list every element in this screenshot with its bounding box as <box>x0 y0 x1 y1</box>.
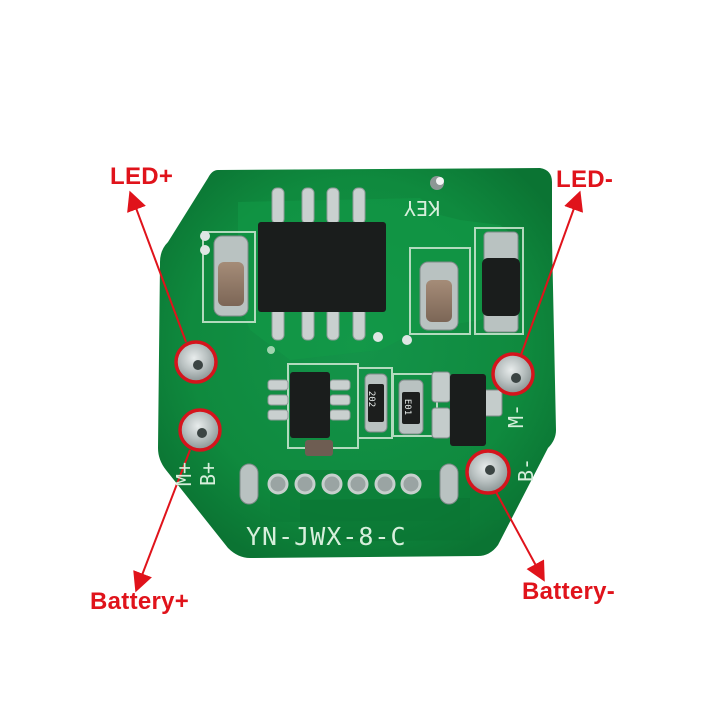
silk-m-minus: M- <box>504 403 529 429</box>
silk-m-plus: M+ <box>172 461 197 487</box>
silk-resistor-e01: E01 <box>402 398 413 416</box>
pad-led-minus <box>491 352 535 396</box>
silk-b-plus: B+ <box>196 461 221 487</box>
silk-model-number: YN-JWX-8-C <box>246 522 407 551</box>
pin-header-row <box>239 463 459 505</box>
silk-key: KEY <box>404 196 441 220</box>
resistor-e01 <box>398 379 424 435</box>
arrow-led-minus <box>520 190 584 356</box>
label-battery-minus: Battery- <box>522 578 616 605</box>
pad-led-plus <box>174 340 218 384</box>
annotation-arrows <box>127 190 584 593</box>
pad-battery-plus <box>178 408 222 452</box>
label-led-minus: LED- <box>556 166 614 193</box>
capacitor-right <box>419 261 459 331</box>
silk-resistor-202: 202 <box>366 390 377 408</box>
ic-soic8-top <box>258 187 386 341</box>
capacitor-left <box>200 231 249 317</box>
silk-b-minus: B- <box>514 457 539 483</box>
silkscreen-outlines <box>202 227 524 449</box>
pad-battery-minus <box>465 449 511 495</box>
arrow-battery-plus <box>133 449 191 593</box>
mosfet-right <box>431 371 503 446</box>
label-led-plus: LED+ <box>110 163 174 190</box>
arrow-battery-minus <box>495 491 545 582</box>
label-battery-plus: Battery+ <box>90 588 190 615</box>
resistor-202 <box>364 373 388 433</box>
sot-component-right <box>482 231 520 333</box>
ic-sot23-6-middle <box>267 372 351 456</box>
arrow-led-plus <box>127 190 187 343</box>
